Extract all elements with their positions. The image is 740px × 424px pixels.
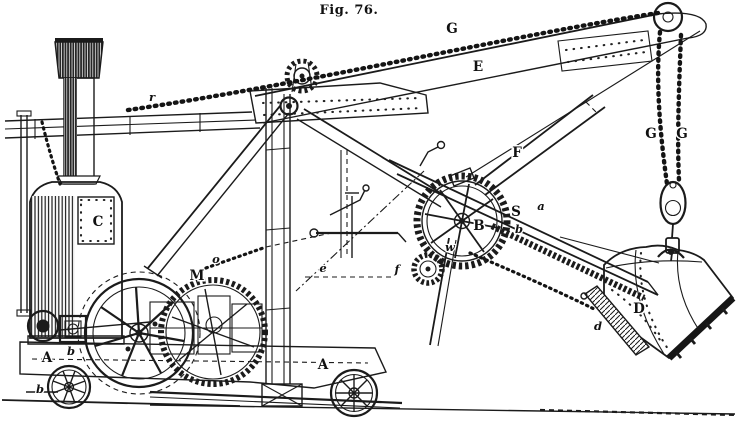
hoisting-gear-M: M	[158, 267, 268, 387]
label-r-frame: r	[149, 90, 156, 104]
machinery-frame	[59, 295, 263, 355]
label-o-chain: o	[212, 252, 220, 266]
front-wheel	[46, 364, 92, 410]
left-post	[16, 110, 32, 317]
label-F-brace: F	[512, 145, 522, 161]
label-G-fall-chain-left: G	[645, 126, 657, 142]
dipper-handle: S a b	[388, 140, 660, 311]
truck-frame: A b b A	[19, 341, 403, 409]
label-e-lever: e	[319, 261, 326, 275]
label-G-hoist-chain: G	[446, 21, 458, 37]
hoist-chain: G	[125, 10, 661, 113]
label-a-handle: a	[537, 199, 544, 213]
label-d-door: d	[594, 319, 602, 333]
dipper-bucket: D d	[580, 244, 736, 361]
label-D-dipper: D	[633, 301, 645, 317]
label-b-crank: b	[67, 344, 75, 358]
crowd-chain-run	[265, 231, 337, 248]
label-A-frame: A	[41, 350, 53, 366]
label-b-wheel: b	[36, 382, 44, 396]
smokestack	[54, 38, 104, 185]
crowd-chain	[204, 245, 268, 270]
main-gear-B: B w	[413, 167, 511, 270]
fall-chains: G G	[644, 29, 689, 187]
flywheel	[77, 271, 201, 395]
label-S-handle: S	[511, 204, 521, 220]
backstay-rod	[465, 30, 701, 178]
label-E-boom: E	[473, 59, 483, 75]
mast	[265, 88, 395, 384]
ground-line	[1, 399, 737, 417]
a-frame	[143, 105, 457, 347]
label-G-fall-chain-right: G	[676, 126, 688, 142]
rear-wheel	[329, 368, 379, 418]
label-M-gear: M	[190, 268, 205, 284]
boom: E	[249, 12, 707, 124]
control-levers: e f	[309, 184, 407, 277]
label-C-boiler: C	[93, 214, 104, 230]
brace-F: F	[474, 94, 606, 196]
frame-rails	[4, 111, 261, 139]
label-b-handle: b	[515, 222, 523, 236]
pinion-gear	[411, 252, 445, 286]
boom-tip-sheave	[652, 1, 684, 33]
label-w-gear: w	[445, 240, 456, 254]
label-B-gear: B	[473, 218, 484, 234]
figure-caption: Fig. 76.	[320, 3, 379, 18]
boiler-stay-chain	[40, 120, 62, 186]
label-A-truck: A	[317, 357, 329, 373]
label-f-lever: f	[394, 262, 402, 276]
